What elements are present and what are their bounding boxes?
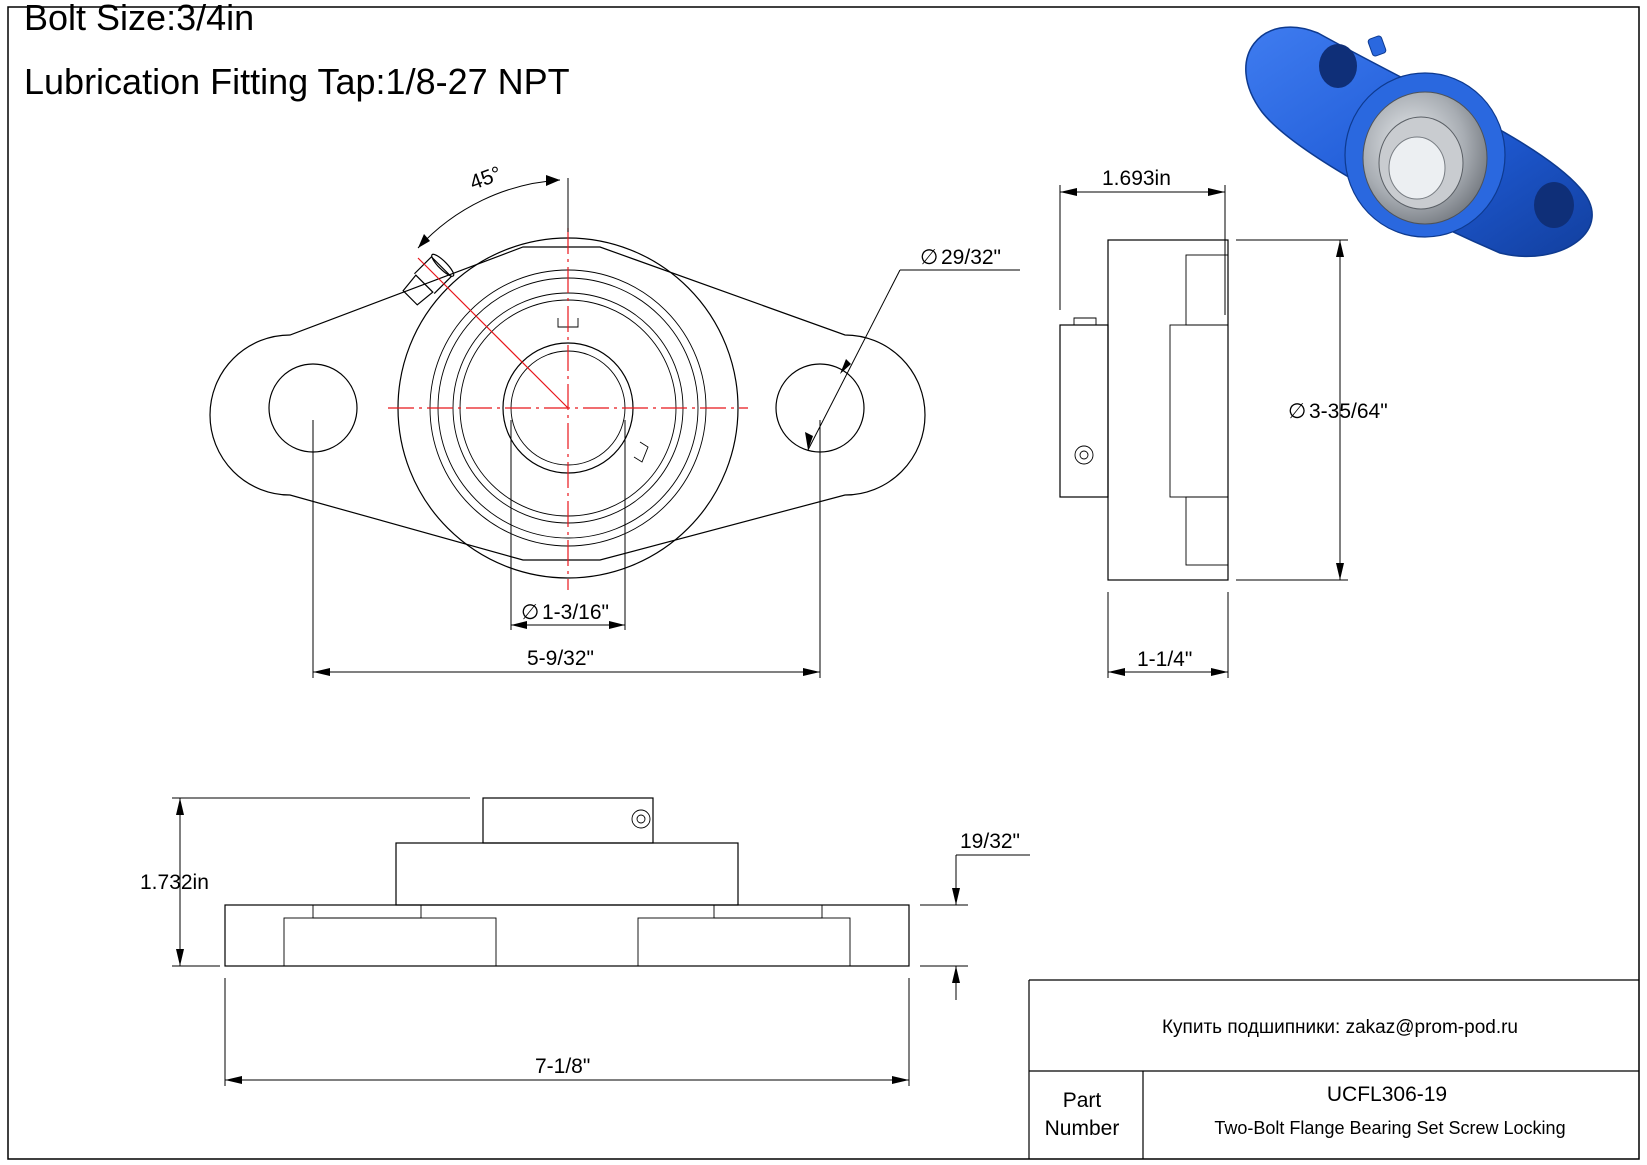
part-number: UCFL306-19 <box>1327 1083 1447 1106</box>
front-view <box>209 228 926 590</box>
side-view-dimensions <box>1059 185 1348 678</box>
overall-height-label: 1.732in <box>140 871 209 894</box>
base-width-label: 1-1/4" <box>1137 648 1192 671</box>
side-width-label: 1.693in <box>1102 167 1171 190</box>
part-label: Part <box>1063 1089 1102 1112</box>
hole-diameter-label: 29/32" <box>941 246 1001 269</box>
number-label: Number <box>1045 1117 1120 1140</box>
side-view <box>1059 239 1229 581</box>
bolt-size-heading: Bolt Size:3/4in <box>24 0 255 38</box>
flange-thickness-label: 19/32" <box>960 830 1020 853</box>
bearing-render <box>1245 26 1593 258</box>
bottom-view-dimensions <box>172 797 1030 1086</box>
angle-label: 45° <box>467 162 505 194</box>
diameter-symbol-housing: ∅ <box>1288 400 1306 423</box>
lubrication-fitting-heading: Lubrication Fitting Tap:1/8-27 NPT <box>24 61 570 102</box>
diameter-symbol-bore: ∅ <box>521 601 539 624</box>
bottom-view <box>224 797 910 967</box>
diameter-symbol-hole: ∅ <box>920 246 938 269</box>
part-description: Two-Bolt Flange Bearing Set Screw Lockin… <box>1214 1118 1565 1138</box>
housing-diameter-label: 3-35/64" <box>1309 400 1388 423</box>
bore-diameter-label: 1-3/16" <box>542 601 609 624</box>
contact-line: Купить подшипники: zakaz@prom-pod.ru <box>1162 1017 1518 1038</box>
bolt-spacing-label: 5-9/32" <box>527 647 594 670</box>
sheet-border <box>7 6 1640 1160</box>
title-block: Купить подшипники: zakaz@prom-pod.ru Par… <box>1028 979 1639 1159</box>
overall-length-label: 7-1/8" <box>535 1055 590 1078</box>
front-view-dimensions <box>312 175 1020 678</box>
